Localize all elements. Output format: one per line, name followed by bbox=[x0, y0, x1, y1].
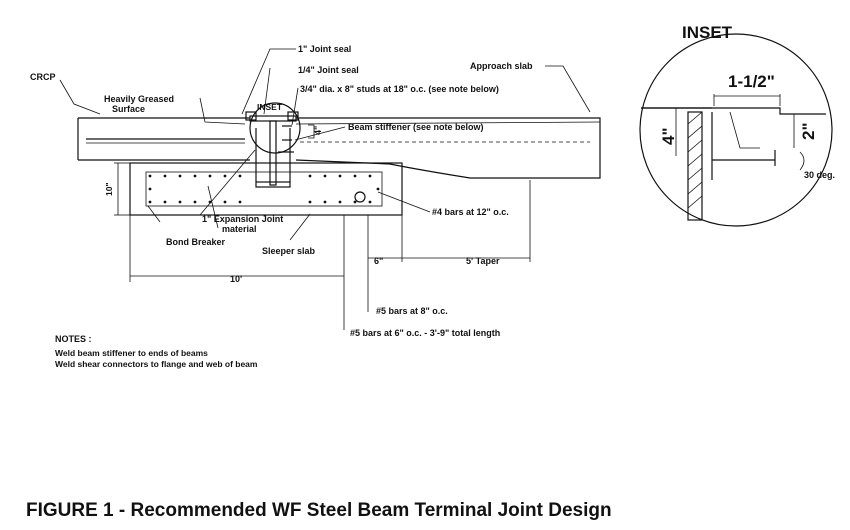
label-bond-breaker: Bond Breaker bbox=[166, 237, 226, 247]
notes-line-1: Weld beam stiffener to ends of beams bbox=[55, 348, 208, 358]
label-beam-stiffener: Beam stiffener (see note below) bbox=[348, 122, 484, 132]
label-studs: 3/4" dia. x 8" studs at 18" o.c. (see no… bbox=[300, 84, 499, 94]
label-dim-10ft: 10' bbox=[230, 274, 242, 284]
label-taper: 5' Taper bbox=[466, 256, 500, 266]
notes-line-2: Weld shear connectors to flange and web … bbox=[55, 359, 258, 369]
inset-angle: 30 deg. bbox=[804, 170, 835, 180]
label-approach-slab: Approach slab bbox=[470, 61, 533, 71]
inset-detail bbox=[639, 33, 833, 227]
label-sleeper-slab: Sleeper slab bbox=[262, 246, 316, 256]
label-joint-seal: 1" Joint seal bbox=[298, 44, 351, 54]
label-bars-5-8: #5 bars at 8" o.c. bbox=[376, 306, 448, 316]
label-joint-seal-quarter: 1/4" Joint seal bbox=[298, 65, 359, 75]
inset-labels: INSET 1-1/2" 2" 4" 30 deg. bbox=[659, 23, 835, 180]
label-greased-2: Surface bbox=[112, 104, 145, 114]
inset-dim-left: 4" bbox=[659, 127, 678, 145]
main-section bbox=[59, 48, 601, 330]
label-bars-5-6: #5 bars at 6" o.c. - 3'-9" total length bbox=[350, 328, 500, 338]
labels: CRCP Heavily Greased Surface INSET 1" Jo… bbox=[30, 44, 533, 338]
label-dim-6in: 6" bbox=[374, 256, 383, 266]
label-bars-4: #4 bars at 12" o.c. bbox=[432, 207, 509, 217]
figure-caption: FIGURE 1 - Recommended WF Steel Beam Ter… bbox=[26, 500, 612, 521]
label-expansion-2: material bbox=[222, 224, 257, 234]
inset-dim-right: 2" bbox=[799, 122, 818, 140]
inset-title: INSET bbox=[682, 23, 733, 42]
label-dim-4in: 4" bbox=[313, 126, 323, 135]
label-inset-small: INSET bbox=[257, 102, 283, 112]
label-crcp: CRCP bbox=[30, 72, 56, 82]
inset-dim-top: 1-1/2" bbox=[728, 72, 775, 91]
label-greased-1: Heavily Greased bbox=[104, 94, 174, 104]
sleeper-rebar-dots bbox=[148, 174, 380, 204]
label-dim-10in: 10" bbox=[104, 183, 114, 197]
notes-title: NOTES : bbox=[55, 334, 92, 344]
notes: NOTES : Weld beam stiffener to ends of b… bbox=[55, 334, 258, 369]
label-expansion-1: 1" Expansion Joint bbox=[202, 214, 283, 224]
